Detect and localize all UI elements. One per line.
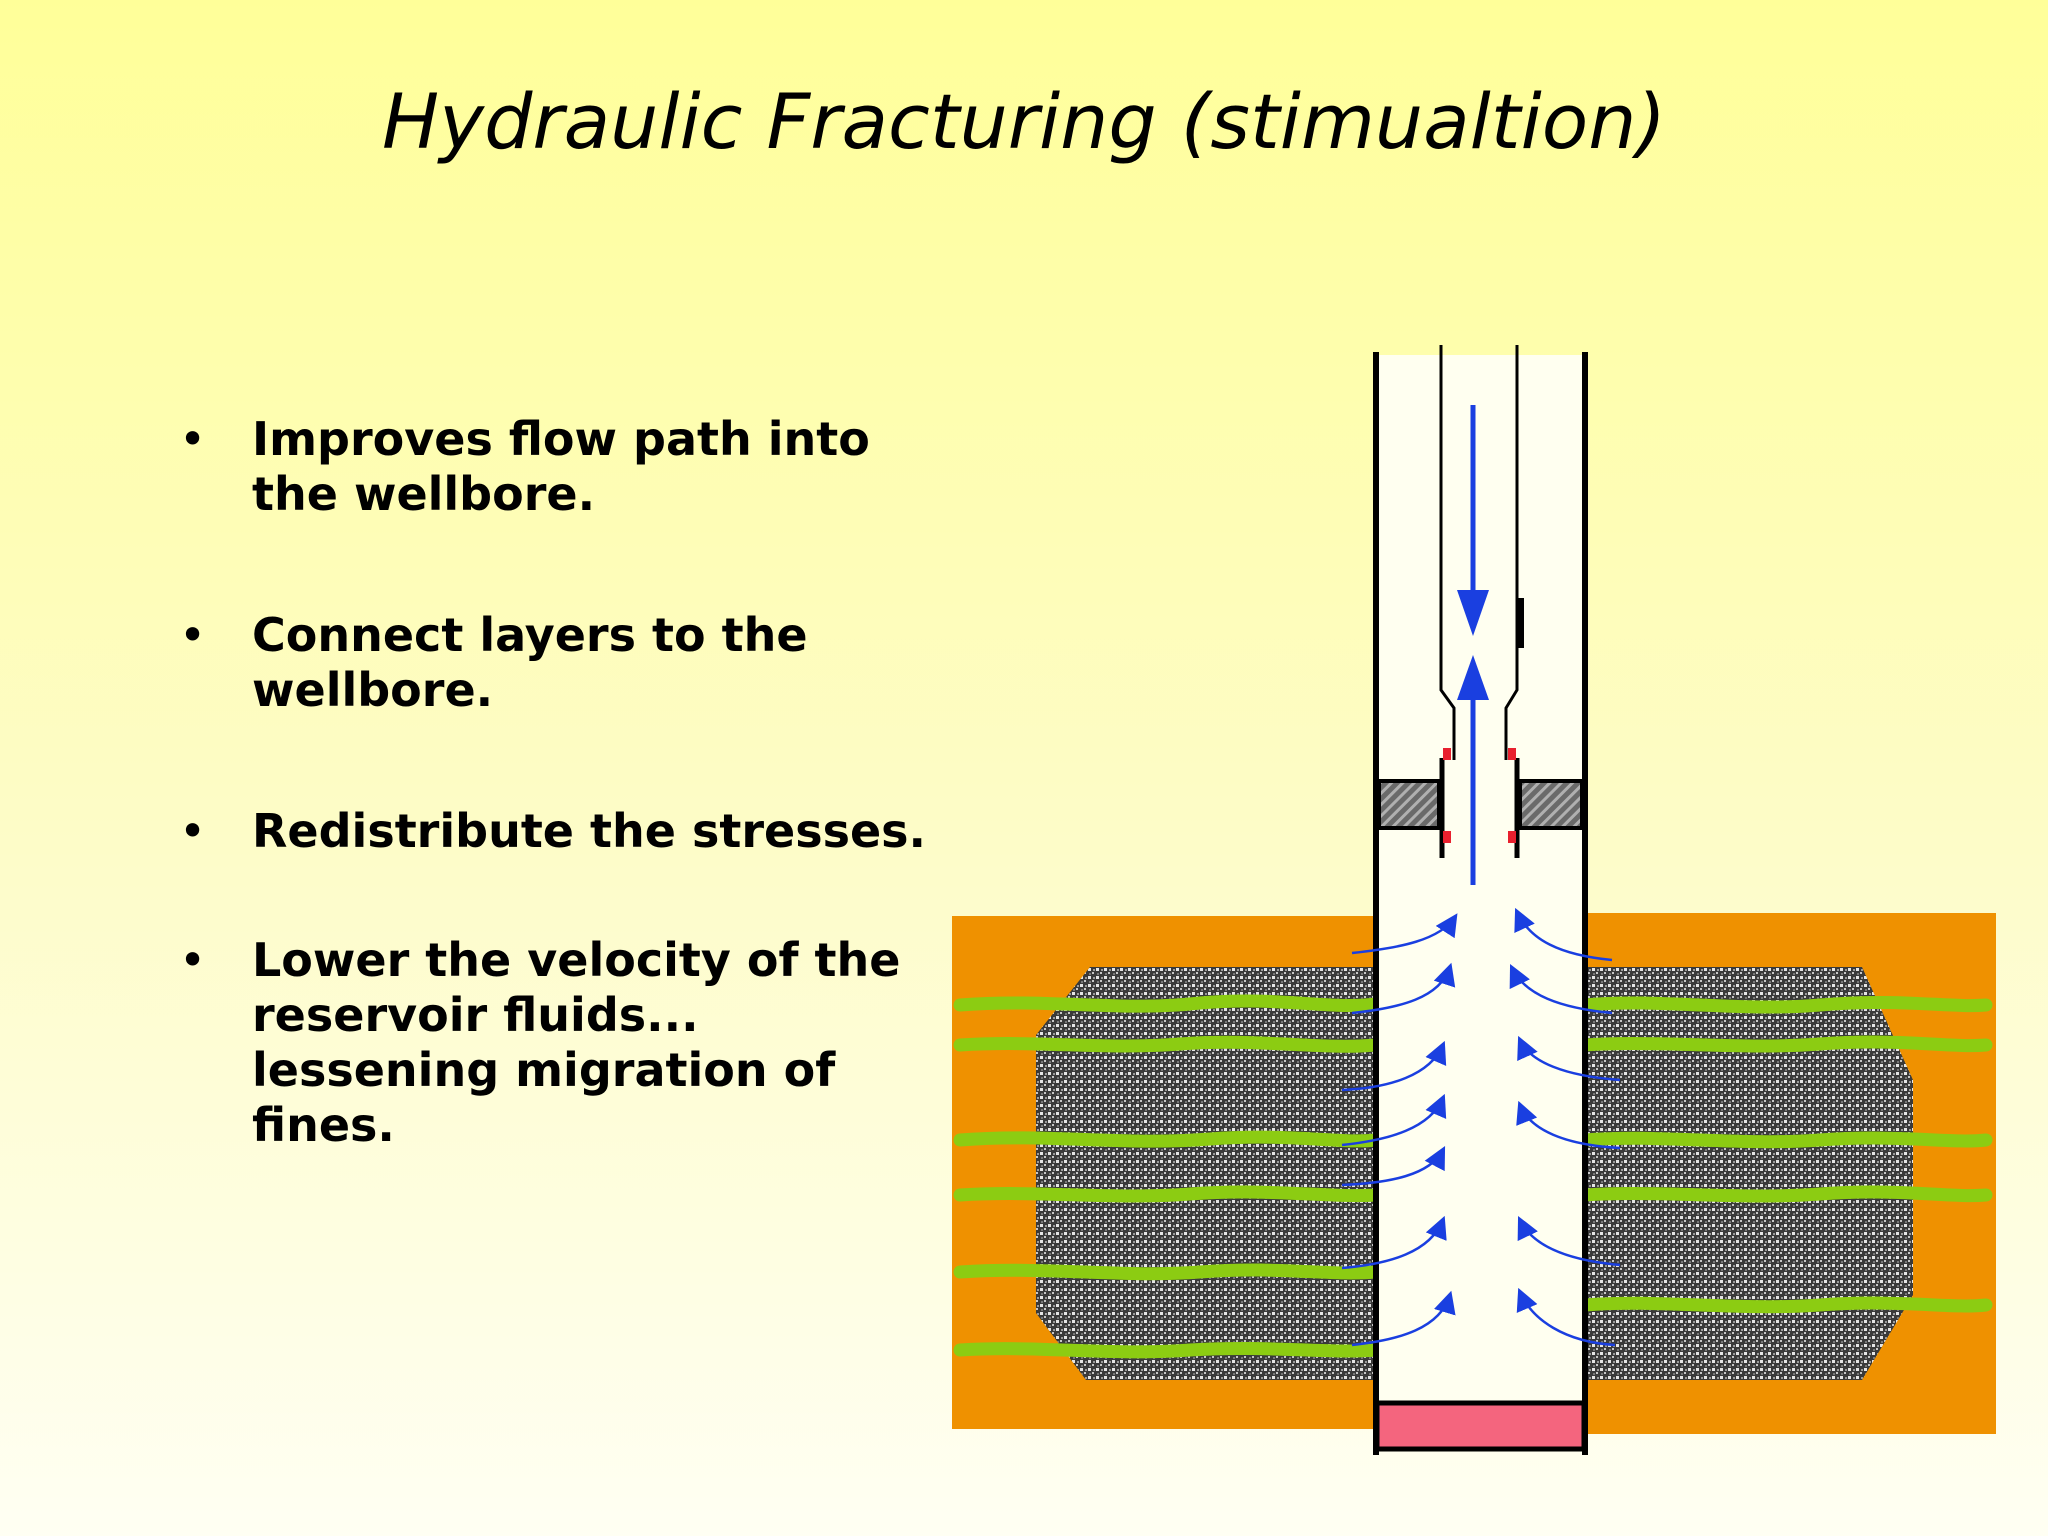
- bullet-dot: •: [179, 608, 207, 662]
- seals: [1443, 748, 1516, 843]
- injection-arrow: [1457, 405, 1489, 636]
- fracture-lines: [953, 994, 1993, 1359]
- bullet-dot: •: [179, 933, 207, 987]
- bullet-item: • Improves flow path into the wellbore.: [170, 412, 930, 522]
- bullet-item: • Lower the velocity of the reservoir fl…: [170, 933, 930, 1153]
- well-bottom-plug: [1374, 1400, 1587, 1452]
- tubing: [1439, 345, 1520, 858]
- bullet-item: • Connect layers to the wellbore.: [170, 608, 930, 718]
- bullet-dot: •: [179, 412, 207, 466]
- inflow-arrows: [1341, 907, 1621, 1347]
- bullet-text: Improves flow path into the wellbore.: [252, 412, 870, 521]
- bullet-dot: •: [179, 804, 207, 858]
- reservoir-rock-left: [1036, 967, 1376, 1380]
- reservoir-rock-right: [1585, 967, 1913, 1380]
- bullet-text: Redistribute the stresses.: [252, 804, 927, 858]
- fracturing-diagram: [952, 345, 1996, 1455]
- bullet-item: • Redistribute the stresses.: [170, 804, 930, 859]
- bullet-text: Connect layers to the wellbore.: [252, 608, 808, 717]
- tubing-collar: [1517, 598, 1524, 648]
- slide-title: Hydraulic Fracturing (stimualtion): [381, 77, 1667, 166]
- return-arrow: [1457, 655, 1489, 885]
- packer-right: [1518, 779, 1584, 830]
- bullet-list: • Improves flow path into the wellbore. …: [170, 412, 930, 1239]
- packer-left: [1377, 779, 1441, 830]
- wellbore-interior: [1376, 355, 1585, 1450]
- bullet-text: Lower the velocity of the reservoir flui…: [252, 933, 901, 1152]
